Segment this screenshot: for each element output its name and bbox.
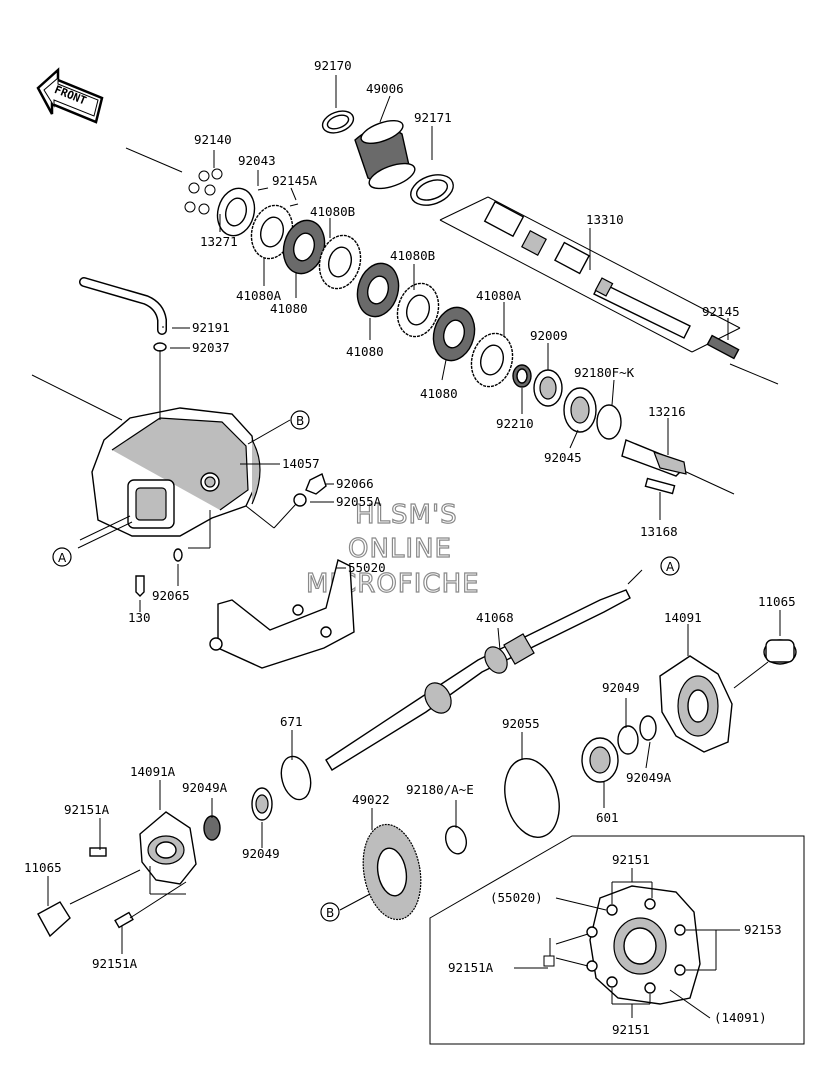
label-671: 671: [280, 714, 303, 729]
breather-hose: [79, 277, 167, 352]
label-130: 130: [128, 610, 151, 625]
label-92191: 92191: [192, 320, 230, 335]
inset-panel: [429, 835, 805, 1045]
label-92180AE: 92180/A~E: [406, 782, 474, 797]
label-92009: 92009: [530, 328, 568, 343]
label-14091A: 14091A: [130, 764, 176, 779]
label-49022: 49022: [352, 792, 390, 807]
label-13168: 13168: [640, 524, 678, 539]
inset-label-92151-top: 92151: [612, 852, 650, 867]
label-92049A-left: 92049A: [182, 780, 228, 795]
clutch-pack: [184, 168, 514, 388]
label-11065-left: 11065: [24, 860, 62, 875]
main-shaft: [325, 589, 631, 771]
label-92210: 92210: [496, 416, 534, 431]
label-92043: 92043: [238, 153, 276, 168]
o-rings: [280, 755, 560, 855]
label-13271: 13271: [200, 234, 238, 249]
label-49006: 49006: [366, 81, 404, 96]
label-13310: 13310: [586, 212, 624, 227]
label-601: 601: [596, 810, 619, 825]
hub-left: [37, 787, 273, 938]
label-41080-1: 41080: [270, 301, 308, 316]
boot-assembly: [321, 110, 454, 206]
bearing-group-upper: [512, 364, 687, 495]
label-92170: 92170: [314, 58, 352, 73]
label-92049A-right: 92049A: [626, 770, 672, 785]
label-92180FK: 92180F~K: [574, 365, 635, 380]
label-41080-2: 41080: [346, 344, 384, 359]
balls: [184, 168, 223, 215]
leader-lines: [47, 75, 781, 954]
label-92151A-2: 92151A: [92, 956, 138, 971]
propeller-shaft: [483, 200, 740, 360]
ring-gear: [362, 823, 422, 921]
ref-b-bottom: B: [326, 906, 334, 920]
label-41080A-1: 41080A: [236, 288, 282, 303]
label-92045: 92045: [544, 450, 582, 465]
label-41080B-2: 41080B: [390, 248, 435, 263]
label-92065: 92065: [152, 588, 190, 603]
ref-markers: B A A B: [52, 410, 680, 922]
label-92151A-1: 92151A: [64, 802, 110, 817]
inset-label-92151-bottom: 92151: [612, 1022, 650, 1037]
label-92055: 92055: [502, 716, 540, 731]
label-92055A: 92055A: [336, 494, 382, 509]
label-55020: 55020: [348, 560, 386, 575]
label-41068: 41068: [476, 610, 514, 625]
label-13216: 13216: [648, 404, 686, 419]
front-arrow-icon: FRONT: [36, 67, 104, 124]
label-11065-right: 11065: [758, 594, 796, 609]
label-92049-left: 92049: [242, 846, 280, 861]
inset-label-92151A: 92151A: [448, 960, 494, 975]
label-92037: 92037: [192, 340, 230, 355]
bracket: [209, 558, 355, 669]
ref-b-top: B: [296, 414, 304, 428]
ref-a-right: A: [666, 560, 675, 574]
part-labels: 92170 49006 92171 92140 92043 92145A 410…: [24, 58, 796, 1037]
inset-label-55020: (55020): [490, 890, 543, 905]
label-92145A: 92145A: [272, 173, 318, 188]
label-92145: 92145: [702, 304, 740, 319]
label-92049-right: 92049: [602, 680, 640, 695]
bearing-housing-right: [581, 639, 797, 783]
ref-a-left: A: [58, 551, 67, 565]
label-14091: 14091: [664, 610, 702, 625]
label-41080A-2: 41080A: [476, 288, 522, 303]
label-41080-3: 41080: [420, 386, 458, 401]
inset-label-14091: (14091): [714, 1010, 767, 1025]
gear-case: [91, 407, 261, 537]
watermark-line-1: HLSM'S: [355, 500, 458, 530]
inset-label-92153: 92153: [744, 922, 782, 937]
label-41080B-1: 41080B: [310, 204, 355, 219]
label-92066: 92066: [336, 476, 374, 491]
label-14057: 14057: [282, 456, 320, 471]
label-92140: 92140: [194, 132, 232, 147]
small-parts-case: [135, 473, 327, 597]
label-92171: 92171: [414, 110, 452, 125]
watermark-line-2: ONLINE: [348, 534, 452, 564]
